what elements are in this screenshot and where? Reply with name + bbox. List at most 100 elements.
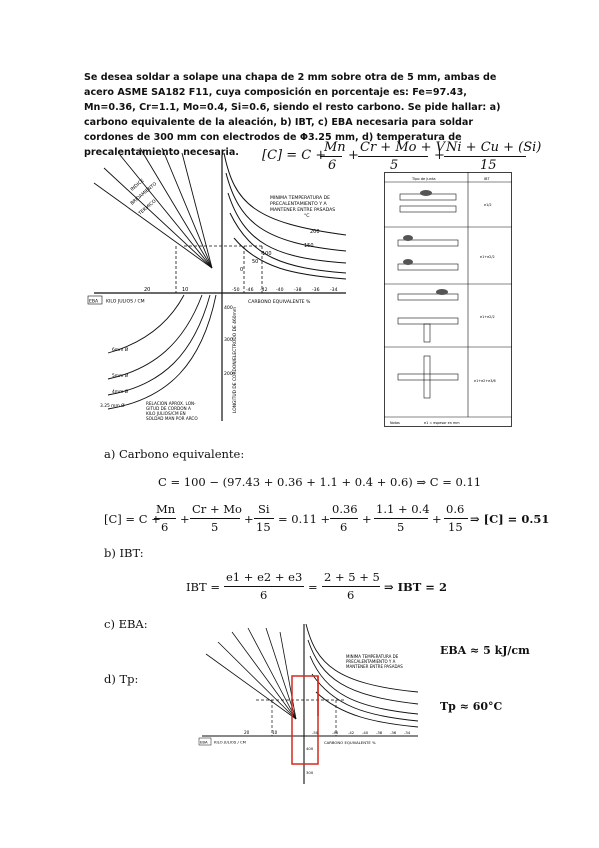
step-a-equation2: [C] = C + Mn 6 + Cr + Mo 5 + Si 15 = 0.1…: [104, 502, 550, 534]
length-tick: 400: [224, 305, 233, 311]
eq2-g1-num: 0.36: [332, 502, 358, 516]
table-header-ibt: IBT: [484, 177, 491, 181]
step-b-label: b) IBT:: [104, 546, 144, 560]
nomogram-title-line4: °C: [304, 213, 310, 219]
lower-eba-tag: EBA: [200, 740, 208, 745]
ibt-result: ⇒ IBT = 2: [384, 580, 447, 594]
step-a-equation1: C = 100 − (97.43 + 0.36 + 1.1 + 0.4 + 0.…: [158, 475, 482, 489]
temp-curve-label: 200: [310, 229, 320, 235]
lower-left-tick: 20: [244, 730, 250, 735]
length-tick: 200: [224, 371, 233, 377]
formula-term1-num: Mn: [324, 140, 346, 155]
eq2-f1-num: Mn: [156, 502, 176, 516]
ce-tick: -40: [276, 287, 284, 293]
eba-result: EBA ≈ 5 kJ/cm: [440, 644, 530, 657]
temp-curve-label: 50: [252, 259, 258, 265]
ibt-f2-num: 2 + 5 + 5: [324, 570, 380, 584]
eq2-g2-den: 5: [397, 520, 405, 534]
formula-plus2: +: [434, 148, 445, 163]
eq2-lhs: [C] = C +: [104, 512, 161, 526]
electrode-label: 5mm Ø: [112, 372, 129, 379]
ibt-formula: e1+e2/2: [480, 255, 495, 259]
ibt-f1-num: e1 + e2 + e3: [226, 570, 303, 584]
eq2-f3-den: 15: [256, 520, 271, 534]
problem-statement: Se desea soldar a solape una chapa de 2 …: [84, 72, 501, 158]
relation-text: SOLDAD MAN POR ARCO: [146, 416, 198, 421]
relation-text: GITUD DE CORDON A: [146, 406, 191, 411]
lower-ce-tick: -40: [362, 730, 369, 735]
formula-term1-den: 6: [328, 158, 337, 173]
ibt-f1-den: 6: [260, 588, 268, 602]
electrode-label: 3.25 mm Ø: [100, 402, 125, 409]
length-tick: 300: [224, 337, 233, 343]
eq2-g1-den: 6: [340, 520, 348, 534]
lower-title-line1: MINIMA TEMPERATURA DE: [346, 654, 399, 659]
carbon-equivalent-formula: [C] = C + Mn 6 + Cr + Mo + V 5 + Ni + Cu…: [262, 140, 541, 173]
formula-term2-num: Cr + Mo + V: [360, 140, 446, 155]
lower-ce-tick: -38: [376, 730, 383, 735]
eq2-g3-num: 0.6: [446, 502, 465, 516]
nomogram-title-line3: MANTENER ENTRE PASADAS: [270, 207, 335, 213]
eq2-g2-num: 1.1 + 0.4: [376, 502, 430, 516]
tp-result: Tp ≈ 60°C: [440, 700, 503, 713]
formula-plus1: +: [348, 148, 359, 163]
red-highlight-box: [291, 675, 319, 765]
lower-ce-tick: -42: [348, 730, 355, 735]
x-axis-label: CARBONO EQUIVALENTE %: [248, 299, 311, 305]
ce-tick: -36: [312, 287, 320, 293]
lower-ce-tick: -46: [332, 730, 339, 735]
formula-term2-den: 5: [390, 158, 399, 173]
table-header-joint: Tipo de Junta: [411, 177, 436, 181]
temp-curve-label: 0: [240, 267, 243, 273]
lower-title-line3: MANTENER ENTRE PASADAS: [346, 664, 403, 669]
ibt-lhs: IBT =: [186, 580, 220, 594]
left-axis-label: KILO JULIOS / CM: [106, 299, 145, 305]
lower-ce-tick: -34: [404, 730, 411, 735]
lower-x-axis-label: CARBONO EQUIVALENTE %: [324, 740, 376, 745]
eq2-f3-num: Si: [258, 502, 270, 516]
eq2-g3-den: 15: [448, 520, 463, 534]
step-c-label: c) EBA:: [104, 617, 148, 631]
table-footer-left: Notas: [390, 421, 400, 425]
step-d-label: d) Tp:: [104, 672, 139, 686]
ibt-formula: e1+e2+e3/6: [474, 379, 496, 383]
lower-ce-tick: -36: [390, 730, 397, 735]
temp-curve-label: 150: [304, 243, 314, 249]
lower-left-axis-label: KILO JULIOS / CM: [214, 740, 246, 745]
step-b-equation: IBT = e1 + e2 + e3 6 = 2 + 5 + 5 6 ⇒ IBT…: [186, 570, 447, 602]
ibt-formula: e1/2: [484, 203, 492, 207]
relation-text: RELACION APROX. LON-: [146, 401, 196, 406]
ce-tick: -38: [294, 287, 302, 293]
temp-curve-label: 100: [262, 251, 272, 257]
joint-type-table: Tipo de Junta IBT e1/2 e1+e2/2 e1+e2/2 e…: [384, 172, 512, 427]
relation-text: KILO JULIOS/CM EN: [146, 411, 186, 416]
annotated-nomogram: MINIMA TEMPERATURA DE PRECALENTAMIENTO Y…: [198, 624, 419, 784]
nomogram-title-line1: MINIMA TEMPERATURA DE: [270, 195, 330, 201]
nomogram-title-line2: PRECALENTAMIENTO Y A: [270, 201, 328, 207]
electrode-label: 6mm Ø: [112, 346, 129, 353]
electrode-label: 4mm Ø: [112, 388, 129, 395]
formula-term3-den: 15: [480, 158, 497, 173]
eq2-mid: = 0.11 +: [278, 512, 331, 526]
lower-length-tick: 300: [306, 770, 314, 775]
eq2-f2-den: 5: [211, 520, 219, 534]
step-a-label: a) Carbono equivalente:: [104, 447, 245, 461]
eba-axis-tag: EBA: [89, 299, 99, 305]
lower-title-line2: PRECALENTAMIENTO Y A: [346, 659, 396, 664]
left-tick: 20: [144, 287, 150, 293]
ibt-formula: e1+e2/2: [480, 315, 495, 319]
ibt-f2-den: 6: [347, 588, 355, 602]
eq2-f1-den: 6: [161, 520, 169, 534]
ibt-fan-label: INDICE: [129, 178, 145, 193]
ce-tick: -34: [330, 287, 338, 293]
table-footer-right: e1 = espesor en mm: [424, 421, 460, 425]
ce-tick: -42: [260, 287, 268, 293]
formula-lhs: [C] = C +: [262, 148, 327, 163]
vertical-axis-label: LONGITUD DE CORDON/ELECTRODO DE 460mm: [232, 307, 238, 413]
lower-left-tick: 10: [272, 730, 278, 735]
lower-ce-tick: -50: [312, 730, 319, 735]
ce-tick: -50: [232, 287, 240, 293]
lower-length-tick: 400: [306, 746, 314, 751]
formula-term3-num: Ni + Cu + (Si): [446, 140, 542, 155]
eq2-f2-num: Cr + Mo: [192, 502, 242, 516]
